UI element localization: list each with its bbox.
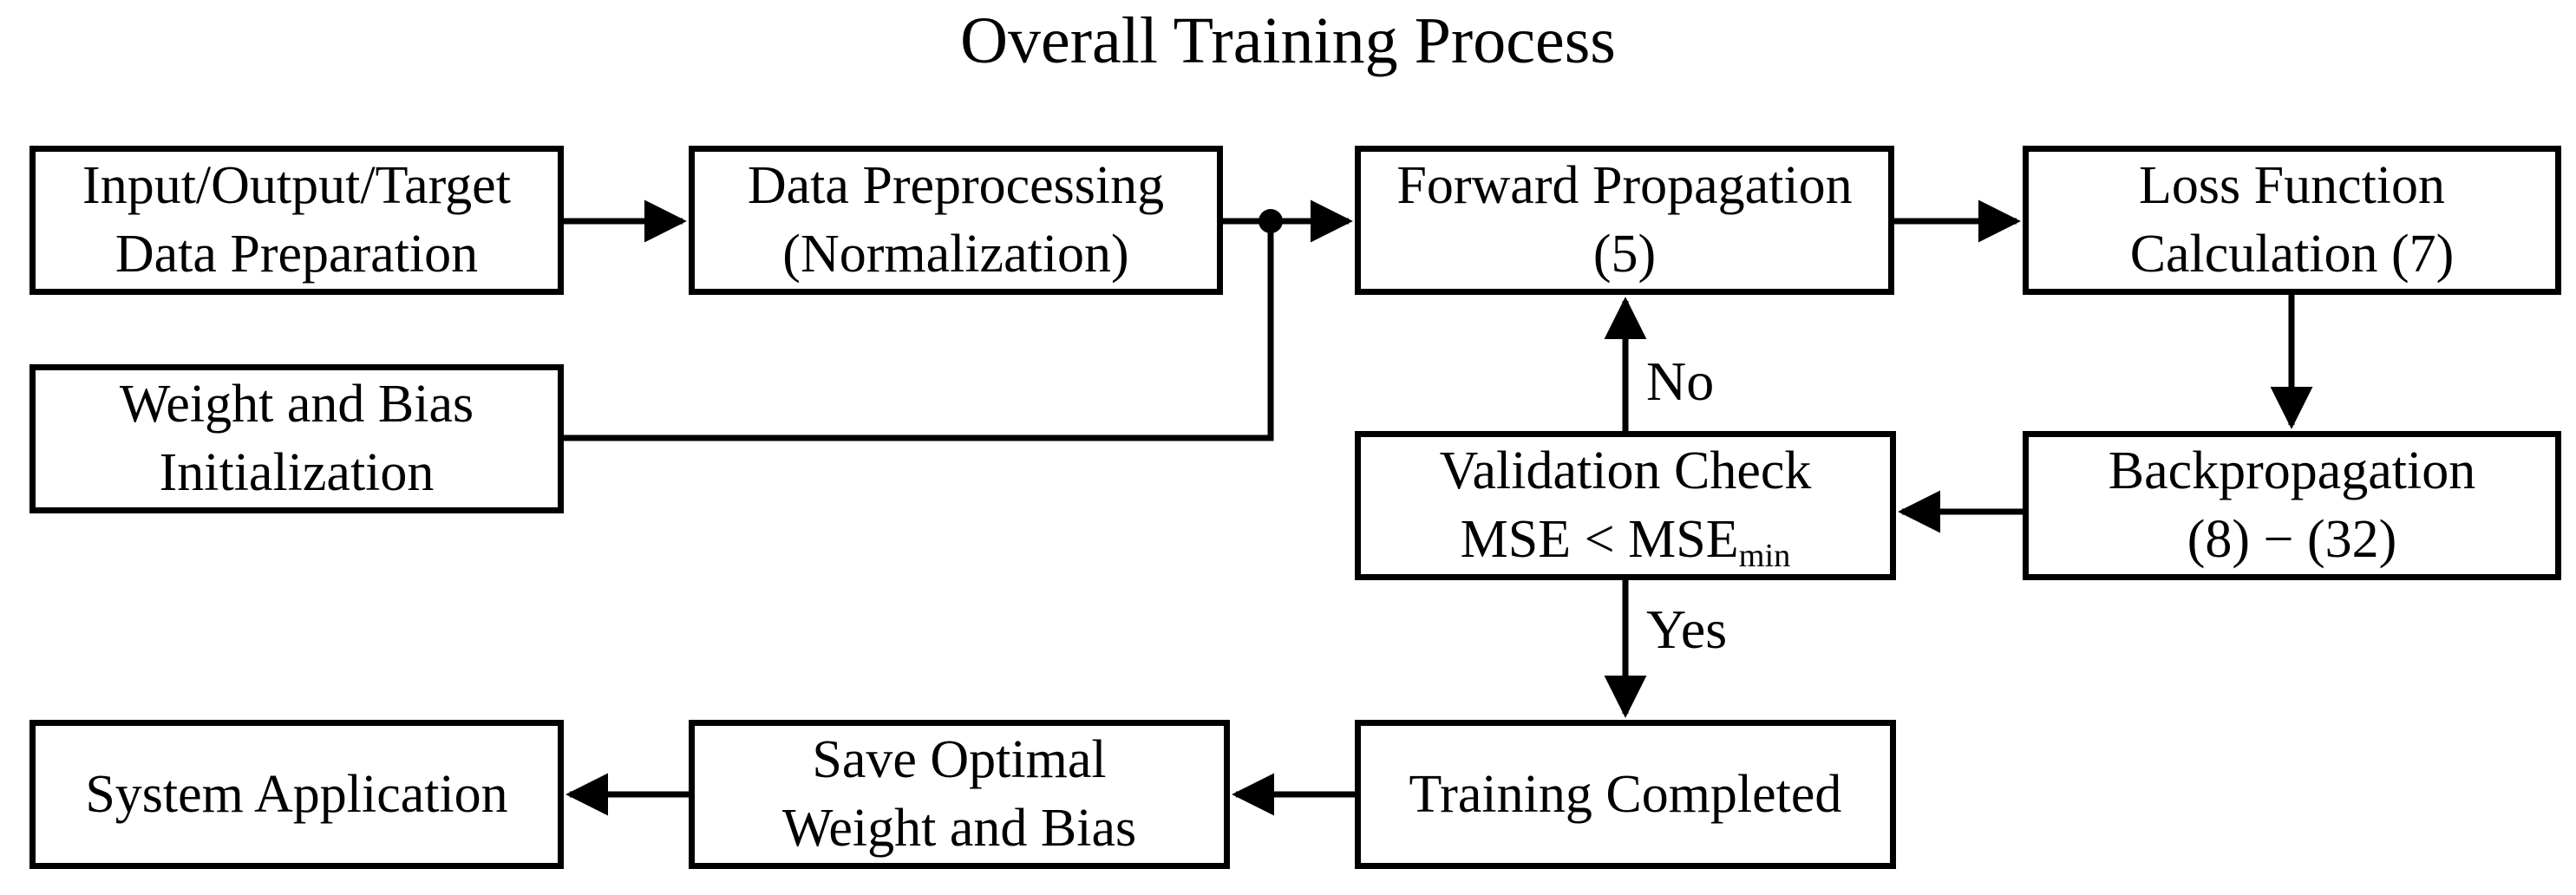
box-text-line: Input/Output/Target — [82, 156, 511, 215]
branch-label-yes: Yes — [1646, 598, 1728, 660]
box-validation-check: Validation Check MSE < MSEmin — [1355, 431, 1896, 580]
mse-comparison-text: MSE < MSE — [1460, 510, 1739, 569]
box-backpropagation: Backpropagation (8) − (32) — [2023, 431, 2561, 580]
box-text-line: Data Preprocessing — [747, 156, 1165, 215]
mse-min-subscript: min — [1738, 537, 1791, 574]
box-training-completed: Training Completed — [1355, 720, 1896, 869]
box-text-line: Forward Propagation — [1396, 156, 1853, 215]
box-text-line: Data Preparation — [114, 225, 479, 284]
junction-dot — [1259, 209, 1283, 233]
branch-label-no: No — [1646, 350, 1715, 412]
box-text-line: (5) — [1592, 225, 1657, 284]
box-text-line: Validation Check — [1439, 441, 1812, 500]
box-text-line: Weight and Bias — [781, 799, 1137, 858]
wire-weightinit-to-junction — [564, 221, 1274, 441]
box-save-optimal-weight-and-bias: Save Optimal Weight and Bias — [689, 720, 1230, 869]
box-text-line: (Normalization) — [782, 225, 1129, 284]
box-text-line: (8) − (32) — [2187, 510, 2397, 569]
box-text-line: Loss Function — [2138, 156, 2446, 215]
box-text-line: Save Optimal — [812, 730, 1107, 789]
box-text-line: Calculation (7) — [2129, 225, 2455, 284]
box-input-output-target-data-preparation: Input/Output/Target Data Preparation — [29, 146, 564, 295]
box-text-line: MSE < MSEmin — [1461, 506, 1791, 574]
box-forward-propagation: Forward Propagation (5) — [1355, 146, 1894, 295]
box-data-preprocessing: Data Preprocessing (Normalization) — [689, 146, 1223, 295]
box-text-line: Initialization — [159, 443, 435, 502]
diagram-title: Overall Training Process — [960, 4, 1616, 77]
box-system-application: System Application — [29, 720, 564, 869]
box-weight-and-bias-initialization: Weight and Bias Initialization — [29, 364, 564, 513]
box-text-line: System Application — [85, 764, 508, 824]
box-text-line: Training Completed — [1409, 764, 1842, 824]
box-text-line: Backpropagation — [2108, 441, 2476, 500]
box-loss-function-calculation: Loss Function Calculation (7) — [2023, 146, 2561, 295]
box-text-line: Weight and Bias — [119, 375, 474, 434]
